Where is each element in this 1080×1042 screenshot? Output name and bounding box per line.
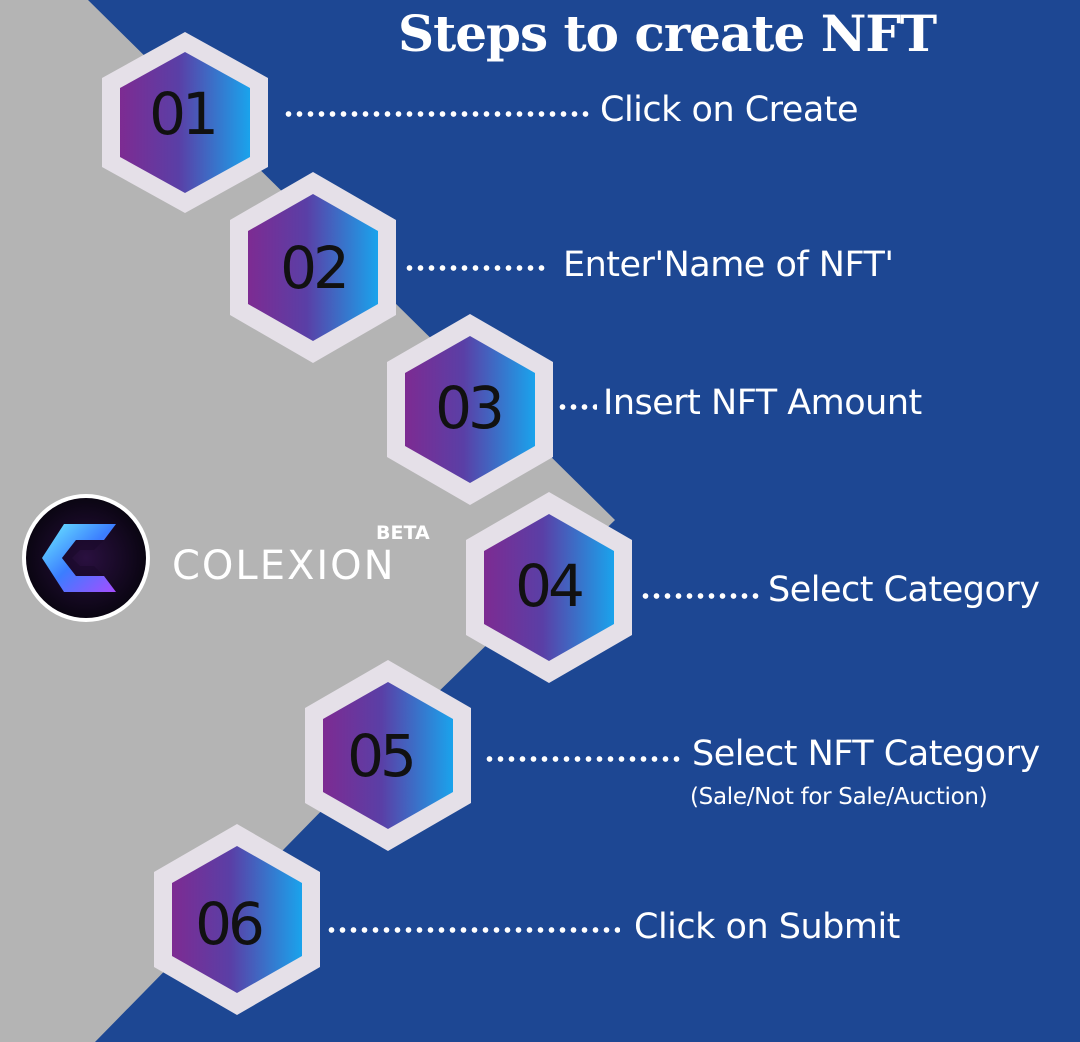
step-label-02: Enter'Name of NFT' xyxy=(563,245,894,285)
step-number-03: 03 xyxy=(435,374,505,442)
step-hexagon-01 xyxy=(102,32,268,213)
step-number-05: 05 xyxy=(347,722,417,790)
step-connector-04 xyxy=(640,592,760,600)
beta-badge: BETA xyxy=(376,522,430,544)
step-hexagon-02 xyxy=(230,172,396,363)
step-number-02: 02 xyxy=(280,234,350,302)
step-connector-01 xyxy=(283,110,591,118)
step-hexagon-05 xyxy=(305,660,471,851)
step-sublabel-05: (Sale/Not for Sale/Auction) xyxy=(690,784,988,810)
step-connector-06 xyxy=(326,926,620,934)
step-label-03: Insert NFT Amount xyxy=(603,383,922,423)
colexion-logo-icon xyxy=(22,494,150,622)
step-number-01: 01 xyxy=(149,80,219,148)
step-connector-05 xyxy=(484,755,684,763)
page-title: Steps to create NFT xyxy=(398,4,937,63)
step-connector-02 xyxy=(404,264,548,272)
step-label-05: Select NFT Category xyxy=(692,734,1040,774)
step-label-06: Click on Submit xyxy=(634,907,900,947)
step-hexagon-03 xyxy=(387,314,553,505)
step-number-04: 04 xyxy=(515,552,585,620)
step-hexagon-04 xyxy=(466,492,632,683)
step-label-04: Select Category xyxy=(768,570,1040,610)
brand-name: COLEXION xyxy=(172,543,396,589)
step-hexagon-06 xyxy=(154,824,320,1015)
step-number-06: 06 xyxy=(195,890,265,958)
step-label-01: Click on Create xyxy=(600,90,859,130)
step-connector-03 xyxy=(557,403,597,411)
